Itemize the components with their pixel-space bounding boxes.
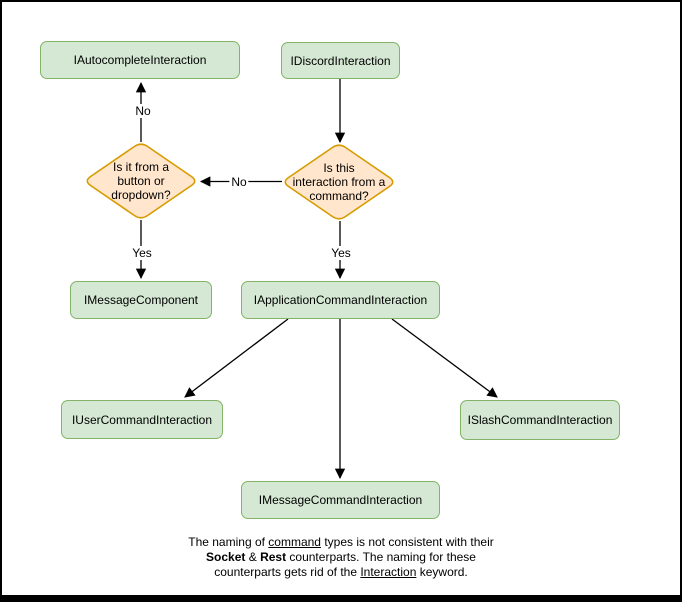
- decision-line: interaction from a: [292, 175, 386, 189]
- node-idiscordinteraction: IDiscordInteraction: [281, 42, 400, 79]
- node-iusercommandinteraction: IUserCommandInteraction: [61, 400, 223, 439]
- node-imessagecomponent: IMessageComponent: [70, 281, 212, 319]
- node-label: IDiscordInteraction: [290, 53, 391, 68]
- decision-line: button or: [117, 174, 165, 188]
- edge-label-yes-message-component: Yes: [130, 246, 154, 260]
- caption-text-bold: Socket: [206, 550, 246, 564]
- decision-from-command-text: Is this interaction from a command?: [284, 161, 394, 203]
- caption-line-3: counterparts gets rid of the Interaction…: [2, 565, 680, 580]
- decision-line: Is this: [323, 161, 355, 175]
- decision-from-command-shape: [284, 144, 394, 220]
- caption: The naming of command types is not consi…: [2, 535, 680, 580]
- node-label: IUserCommandInteraction: [71, 412, 213, 427]
- node-label: ISlashCommandInteraction: [467, 413, 613, 427]
- node-iautocompleteinteraction: IAutocompleteInteraction: [40, 41, 240, 79]
- caption-text: &: [245, 550, 261, 564]
- edge-application-to-user-command: [184, 318, 289, 398]
- flowchart-edges-layer: [86, 79, 498, 480]
- caption-text: keyword.: [416, 565, 468, 579]
- decision-line: dropdown?: [111, 188, 171, 202]
- decision-button-dropdown-shape: [86, 143, 196, 219]
- node-imessagecommandinteraction: IMessageCommandInteraction: [241, 481, 440, 519]
- edge-label-no-autocomplete: No: [133, 104, 153, 118]
- decision-line: Is it from a: [112, 160, 169, 174]
- caption-text: types is not consistent with their: [320, 535, 494, 549]
- caption-line-1: The naming of command types is not consi…: [2, 535, 680, 550]
- caption-text-underlined: Interaction: [360, 565, 417, 579]
- node-islashcommandinteraction: ISlashCommandInteraction: [460, 400, 620, 440]
- caption-text-bold: Rest: [260, 550, 287, 564]
- caption-text: counterparts gets rid of the: [214, 565, 361, 579]
- edge-label-no-button-dropdown: No: [229, 175, 249, 189]
- node-label: IMessageComponent: [83, 293, 199, 307]
- node-iapplicationcommandinteraction: IApplicationCommandInteraction: [241, 281, 440, 319]
- edge-application-to-slash-command: [391, 318, 498, 398]
- node-label: IAutocompleteInteraction: [73, 53, 207, 67]
- caption-text-underlined: command: [268, 535, 321, 549]
- caption-line-2: Socket & Rest counterparts. The naming f…: [2, 550, 680, 565]
- caption-text: counterparts. The naming for these: [286, 550, 476, 564]
- node-label: IApplicationCommandInteraction: [253, 293, 428, 307]
- node-label: IMessageCommandInteraction: [258, 493, 423, 507]
- edge-label-yes-application-command: Yes: [329, 246, 353, 260]
- decision-line: command?: [309, 189, 369, 203]
- decision-button-dropdown-text: Is it from a button or dropdown?: [86, 160, 196, 202]
- caption-text: The naming of: [188, 535, 269, 549]
